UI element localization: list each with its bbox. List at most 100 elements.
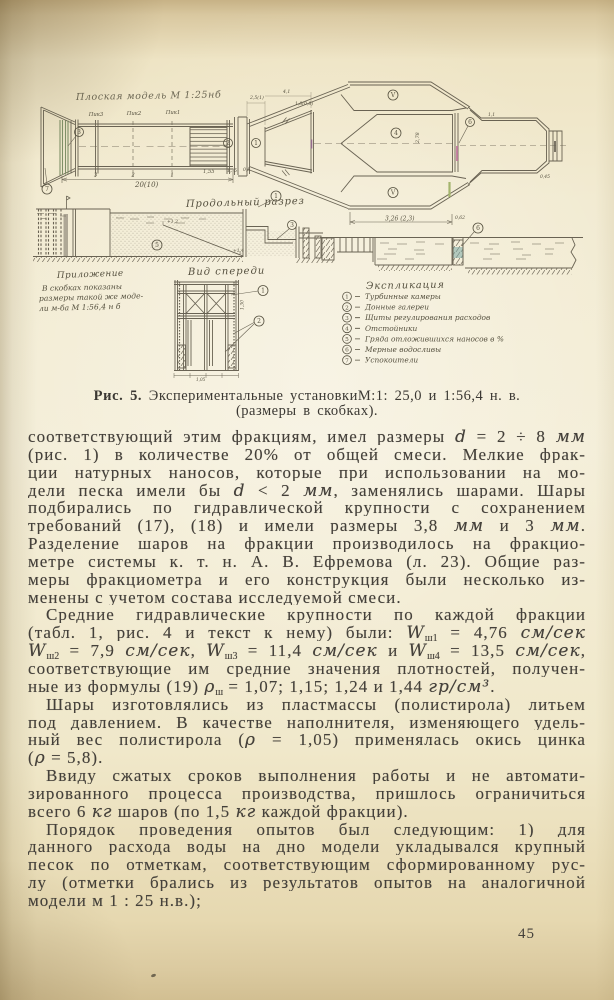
- body-line: данного расхода воды на дно модели уклад…: [28, 837, 586, 856]
- body-line: ные из формулы (19) ρш = 1,07; 1,15; 1,2…: [28, 676, 496, 695]
- caption-label: Рис. 5.: [93, 388, 143, 404]
- body-line: дели песка имели бы d < 2 мм, заменялись…: [28, 480, 586, 499]
- svg-text:0,5: 0,5: [243, 167, 250, 173]
- svg-text:1: 1: [274, 193, 278, 200]
- svg-text:Успокоители: Успокоители: [365, 356, 418, 365]
- svg-text:3,26 (2,3): 3,26 (2,3): [385, 216, 415, 223]
- svg-text:2,78: 2,78: [415, 132, 421, 144]
- plan-callout-numbers: 3 7 2 1 V 4 V 6 1: [45, 92, 472, 200]
- body-line: метре системы к. т. н. А. В. Ефремова (л…: [28, 551, 586, 570]
- body-line: лу (отметки брались из результатов опыто…: [28, 873, 586, 891]
- legend: Экспликация 1 2 3 4 5 6 7 Турбинные каме…: [342, 280, 504, 365]
- svg-text:Пик2: Пик2: [126, 111, 142, 117]
- svg-text:V: V: [390, 190, 396, 197]
- svg-text:20(10): 20(10): [134, 181, 159, 189]
- svg-text:Пик3: Пик3: [88, 112, 104, 118]
- body-line: Порядок проведения опытов был следующим:…: [46, 819, 586, 838]
- body-line: ный вес полистирола (ρ = 1,05) применяла…: [28, 730, 586, 749]
- svg-text:Приложение: Приложение: [56, 269, 124, 281]
- svg-text:5: 5: [155, 242, 159, 249]
- note: Приложение В скобках показаны размеры та…: [39, 269, 144, 313]
- front-title: Вид спереди: [187, 266, 266, 278]
- front-dims: 1,30 1,05: [196, 300, 246, 382]
- svg-text:Щиты регулирования расходов: Щиты регулирования расходов: [365, 313, 490, 322]
- body-line: требований (17), (18) и имели размеры 3,…: [28, 516, 586, 535]
- svg-text:Пик1: Пик1: [165, 110, 181, 116]
- page-number: 45: [518, 926, 535, 942]
- svg-text:Турбинные камеры: Турбинные камеры: [365, 292, 441, 301]
- svg-text:5: 5: [345, 337, 349, 343]
- svg-text:Гряда отложившихся наносов в %: Гряда отложившихся наносов в %: [364, 334, 504, 343]
- svg-text:2: 2: [257, 318, 261, 325]
- body-line: (табл. 1, рис. 4 и текст к нему) были: W…: [28, 623, 586, 642]
- svg-text:7: 7: [345, 358, 349, 364]
- svg-text:6: 6: [345, 348, 349, 354]
- plan-view: [40, 81, 566, 225]
- body-line: Ввиду сжатых сроков выполнения работы и …: [46, 766, 586, 784]
- body-line: подбирались по гидравлической крупности …: [28, 498, 586, 517]
- body-line: (рис. 1) в количестве 20% от общей смеси…: [28, 444, 586, 463]
- body-line: Wш2 = 7,9 см/сек, Wш3 = 11,4 см/сек и Wш…: [28, 641, 586, 659]
- svg-text:1,30: 1,30: [240, 300, 246, 310]
- body-line: зированного процесса производства, пришл…: [28, 783, 586, 802]
- svg-text:6: 6: [468, 119, 472, 126]
- section-view: [33, 195, 583, 275]
- section-marks: +1,2 +1,4: [167, 219, 244, 254]
- body-line: Средние гидравлические крупности по кажд…: [46, 605, 586, 624]
- body-line: всего 6 кг шаров (по 1,5 кг каждой фракц…: [28, 801, 409, 820]
- svg-text:В скобках показаны: В скобках показаны: [41, 282, 122, 293]
- plan-title: Плоская модель М 1:25нб: [75, 89, 222, 103]
- svg-text:4: 4: [345, 327, 349, 333]
- svg-text:размеры такой же моде-: размеры такой же моде-: [39, 291, 144, 303]
- svg-text:+1,2: +1,2: [167, 219, 178, 225]
- svg-text:Экспликация: Экспликация: [366, 280, 445, 292]
- svg-text:Донные галереи: Донные галереи: [364, 303, 429, 312]
- svg-text:1: 1: [170, 173, 173, 179]
- plan-pik-labels: Пик3 Пик2 Пик1 3 2 1: [88, 110, 181, 179]
- plan-callouts: [41, 89, 475, 202]
- body-line: соответствующие им средние значения плот…: [28, 658, 586, 677]
- section-callouts: [151, 220, 484, 251]
- svg-text:3: 3: [345, 316, 349, 322]
- front-callouts: [253, 285, 269, 327]
- body-line: Шары изготовлялись из пластмассы (полист…: [46, 694, 586, 713]
- svg-text:1,55: 1,55: [203, 169, 215, 175]
- svg-text:3: 3: [77, 129, 81, 136]
- body-line: под давлением. В качестве наполнителя, и…: [28, 712, 586, 731]
- body-line: менены с учетом состава исследуемой смес…: [28, 587, 402, 606]
- svg-text:3: 3: [290, 222, 294, 229]
- svg-text:Отстойники: Отстойники: [365, 324, 417, 333]
- front-view: [173, 280, 259, 378]
- svg-text:1: 1: [345, 295, 349, 301]
- svg-text:3: 3: [94, 173, 98, 179]
- plan-dim-labels: 20(10) 1,55 0,5 2,5(1) 4,1 1,8(0,8) 2,78…: [134, 89, 550, 223]
- svg-text:2,5(1): 2,5(1): [249, 94, 264, 101]
- svg-text:ли м-ба М 1:56,4 н б: ли м-ба М 1:56,4 н б: [39, 302, 121, 313]
- svg-text:1,8(0,8): 1,8(0,8): [295, 100, 313, 107]
- svg-text:4: 4: [394, 130, 398, 137]
- body-line: (ρ = 5,8).: [28, 748, 104, 767]
- svg-text:2: 2: [345, 305, 349, 311]
- svg-text:1,1: 1,1: [488, 112, 495, 118]
- svg-text:1: 1: [261, 288, 265, 295]
- body-line: соответствующий этим фракциям, имел разм…: [28, 427, 586, 445]
- body-line: меры фракциометра и его конструкция были…: [28, 569, 586, 588]
- body-line: модели м 1 : 25 н.в.);: [28, 890, 202, 909]
- svg-text:7: 7: [45, 186, 49, 193]
- figure-caption: Рис. 5. Экспериментальные установкиМ:1: …: [93, 388, 521, 419]
- svg-text:2: 2: [130, 173, 135, 179]
- svg-text:Мерные водосливы: Мерные водосливы: [364, 345, 441, 354]
- svg-text:6: 6: [476, 225, 480, 232]
- body-line: ции натурных наносов, которые при исполь…: [28, 462, 586, 481]
- svg-text:4,1: 4,1: [282, 89, 290, 95]
- body-line: песок по отметкам, соответствующим сформ…: [28, 855, 586, 874]
- svg-text:0,62: 0,62: [455, 215, 465, 221]
- svg-text:+1,4: +1,4: [233, 248, 244, 254]
- svg-text:1,35: 1,35: [227, 168, 237, 174]
- svg-text:0,45: 0,45: [540, 174, 550, 180]
- body-text: соответствующий этим фракциям, имел разм…: [28, 427, 586, 909]
- svg-text:1,05: 1,05: [196, 377, 206, 382]
- svg-text:V: V: [390, 92, 396, 99]
